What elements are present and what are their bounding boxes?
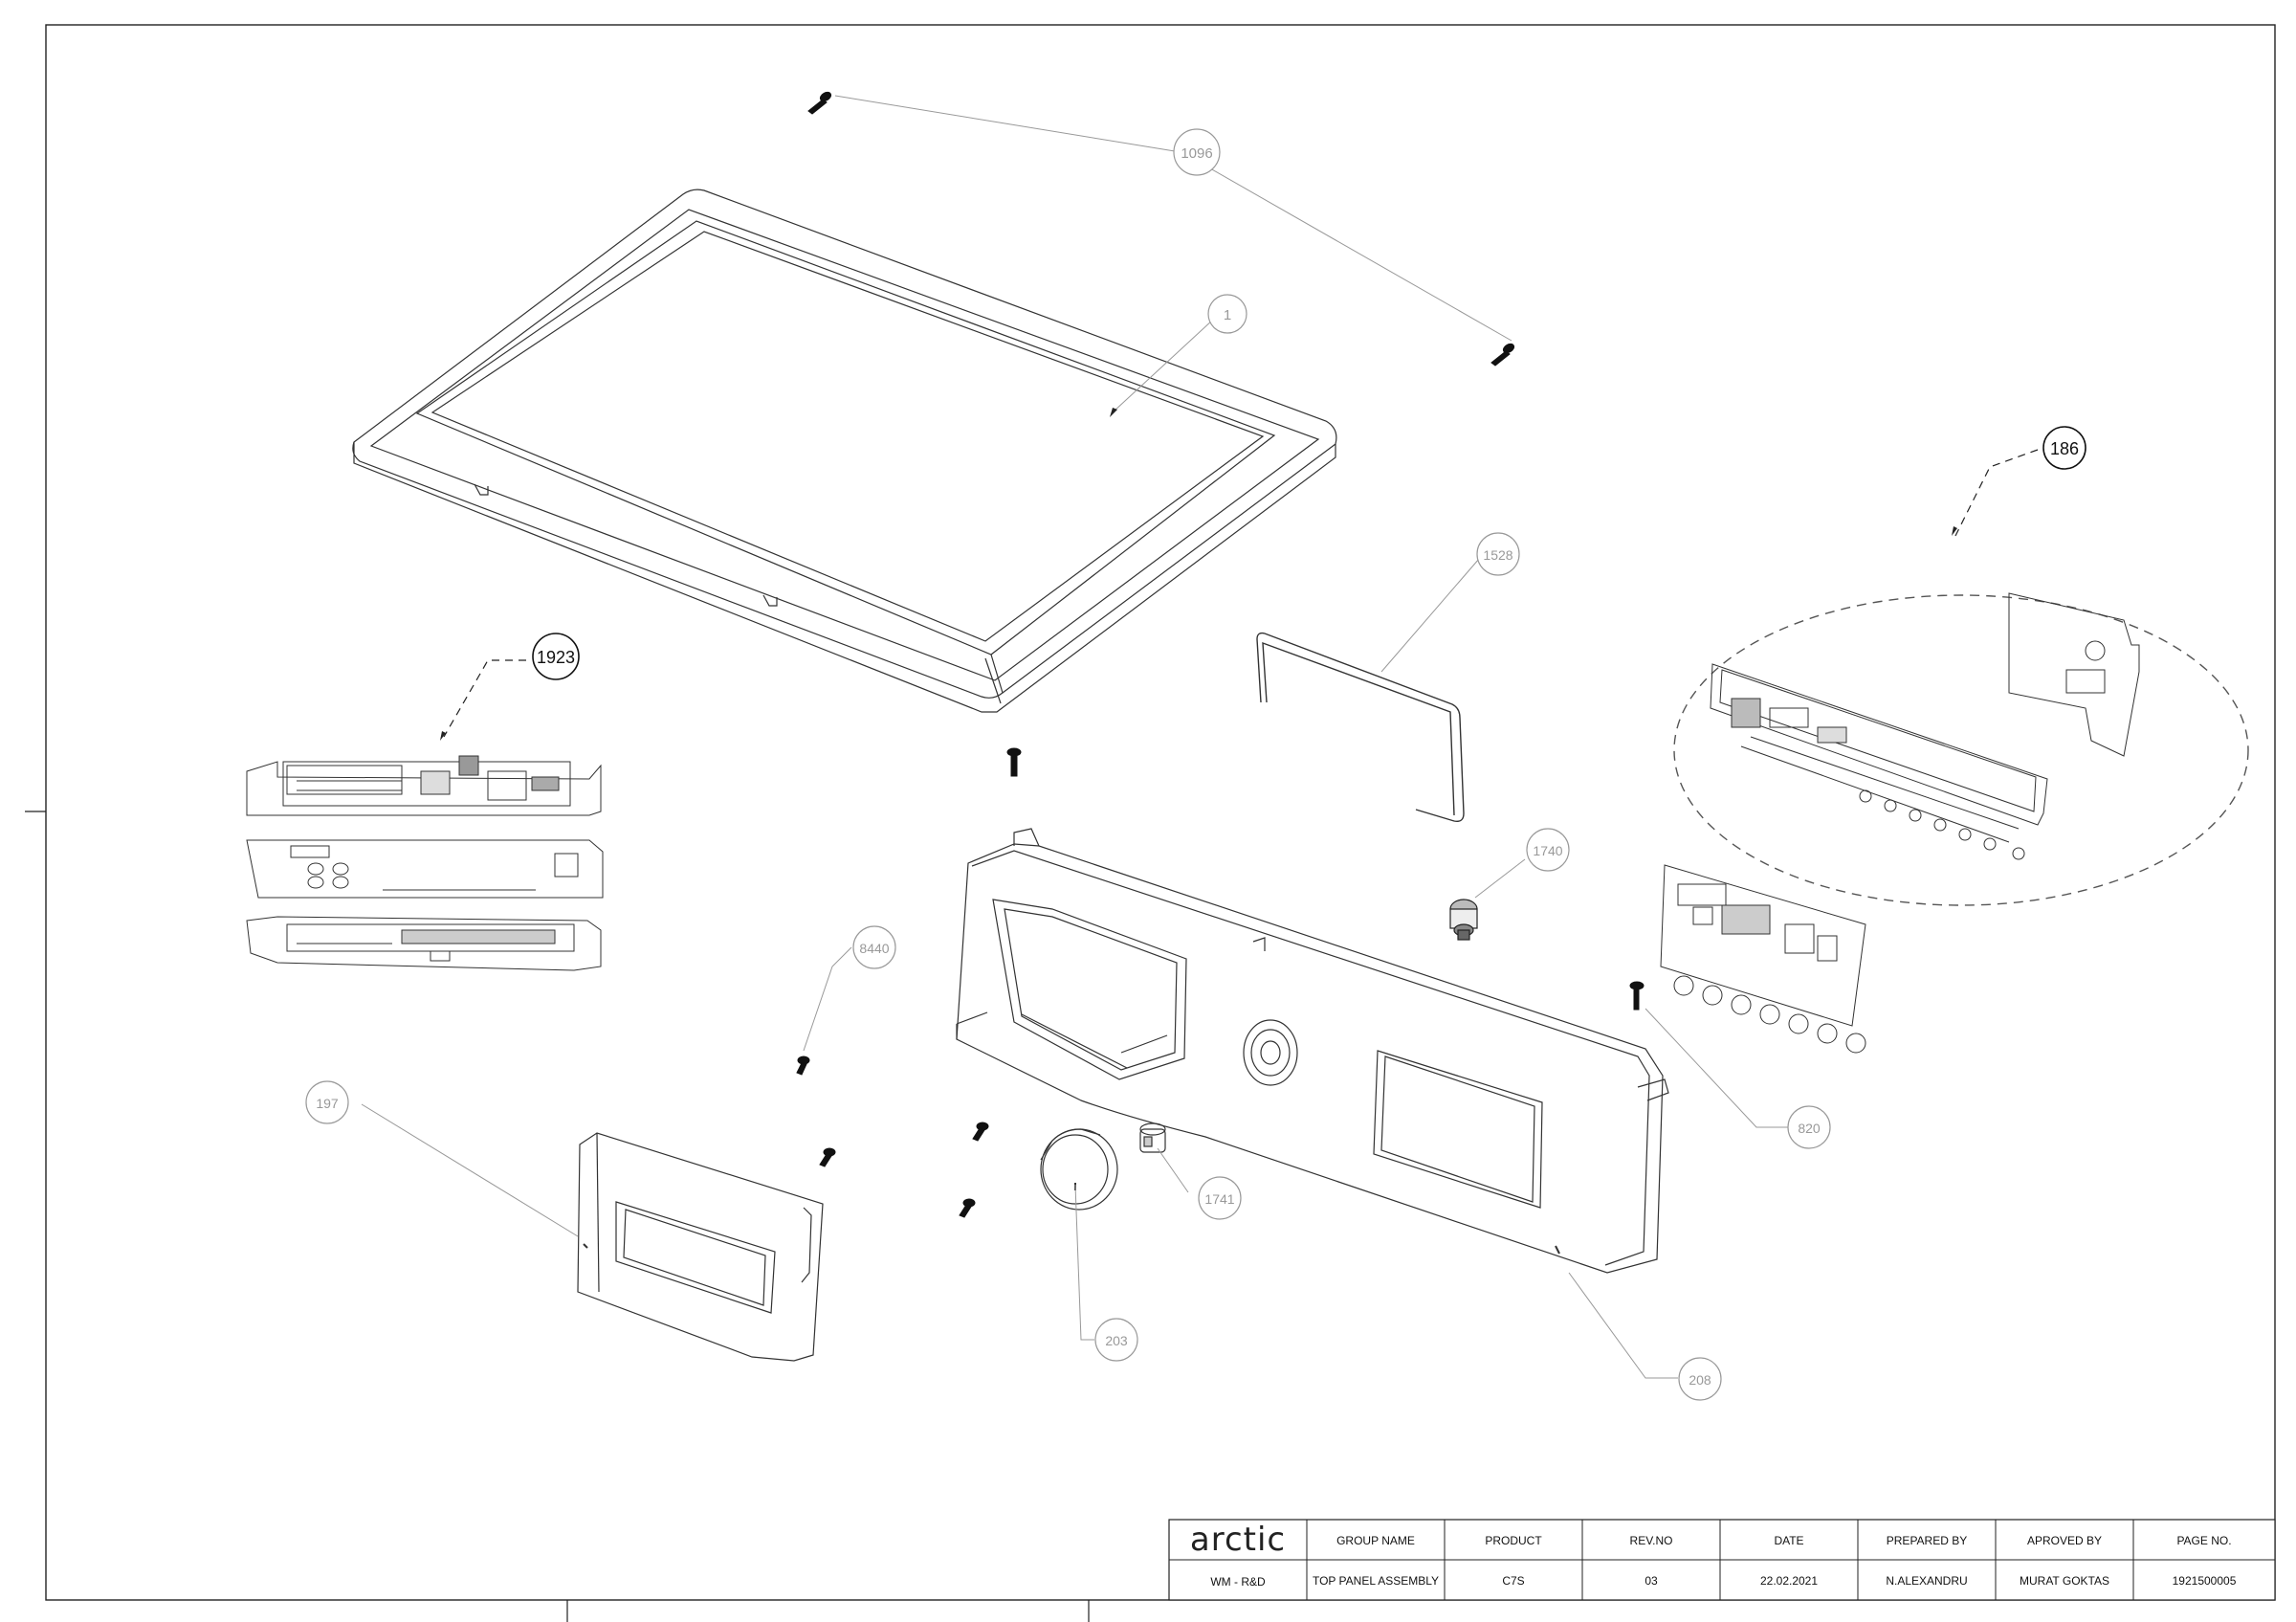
screw-left-3	[959, 1198, 976, 1218]
callout-label-1923: 1923	[537, 648, 575, 667]
drawing-border	[45, 24, 2276, 1601]
screw-820	[1629, 981, 1645, 1011]
value-page-no: 1921500005	[2173, 1574, 2237, 1588]
encoder-part-1740	[1449, 899, 1478, 941]
leader-arrowheads	[440, 408, 1957, 741]
leader-lines-dark	[443, 449, 2039, 738]
department-label: WM - R&D	[1210, 1575, 1266, 1589]
detail-boundary-186	[1673, 594, 2249, 906]
screw-left-2	[972, 1122, 989, 1142]
callout-1741: 1741	[1198, 1176, 1242, 1220]
display-pcb-part-820	[1660, 864, 1866, 1054]
callout-label-1528: 1528	[1483, 547, 1512, 563]
callout-1740: 1740	[1526, 828, 1570, 872]
screw-top-right	[1490, 343, 1515, 367]
callout-label-8440: 8440	[859, 941, 889, 956]
value-group-name: TOP PANEL ASSEMBLY	[1313, 1574, 1439, 1588]
screw-8440	[796, 1055, 810, 1076]
header-page-no: PAGE NO.	[2176, 1534, 2231, 1547]
company-logo: arctic	[1190, 1521, 1286, 1559]
callout-label-1: 1	[1224, 307, 1231, 323]
header-rev-no: REV.NO	[1630, 1534, 1673, 1547]
drawer-handle-part	[577, 1132, 824, 1362]
value-date: 22.02.2021	[1760, 1574, 1818, 1588]
leader-lines	[361, 95, 1789, 1379]
top-lid-part	[352, 189, 1337, 713]
pcb-part-186	[1710, 592, 2140, 860]
value-rev-no: 03	[1645, 1574, 1658, 1588]
callout-label-203: 203	[1105, 1333, 1128, 1348]
callout-label-1096: 1096	[1181, 145, 1212, 162]
callout-186: 186	[2042, 426, 2086, 470]
callout-208: 208	[1678, 1357, 1722, 1401]
control-panel-part	[956, 828, 1669, 1274]
callout-8440: 8440	[852, 925, 896, 969]
knob-part-1741	[1139, 1122, 1166, 1153]
callout-label-197: 197	[316, 1096, 339, 1111]
callout-1: 1	[1207, 294, 1247, 334]
callout-label-1740: 1740	[1533, 843, 1562, 858]
callout-1528: 1528	[1476, 532, 1520, 576]
header-product: PRODUCT	[1485, 1534, 1542, 1547]
header-date: DATE	[1774, 1534, 1803, 1547]
callout-1923: 1923	[532, 633, 580, 680]
callout-label-1741: 1741	[1204, 1191, 1234, 1207]
value-product: C7S	[1502, 1574, 1524, 1588]
wire-clip-part	[1256, 632, 1465, 823]
header-group-name: GROUP NAME	[1336, 1534, 1415, 1547]
callout-203: 203	[1094, 1318, 1138, 1362]
pcb-assembly-1923	[246, 755, 604, 971]
title-block: arctic WM - R&D GROUP NAME PRODUCT REV.N…	[1168, 1519, 2276, 1601]
callout-label-208: 208	[1689, 1372, 1711, 1388]
screw-top-left	[807, 91, 832, 115]
screw-left-1	[819, 1147, 836, 1167]
callout-label-820: 820	[1798, 1121, 1821, 1136]
callout-197: 197	[305, 1080, 349, 1124]
knob-part-203	[1040, 1128, 1118, 1211]
callout-label-186: 186	[2050, 439, 2079, 458]
value-approved-by: MURAT GOKTAS	[2020, 1574, 2109, 1588]
callout-820: 820	[1787, 1105, 1831, 1149]
screw-middle	[1006, 747, 1022, 777]
value-prepared-by: N.ALEXANDRU	[1886, 1574, 1967, 1588]
callout-1096: 1096	[1173, 128, 1221, 176]
header-prepared-by: PREPARED BY	[1887, 1534, 1967, 1547]
header-approved-by: APROVED BY	[2027, 1534, 2102, 1547]
